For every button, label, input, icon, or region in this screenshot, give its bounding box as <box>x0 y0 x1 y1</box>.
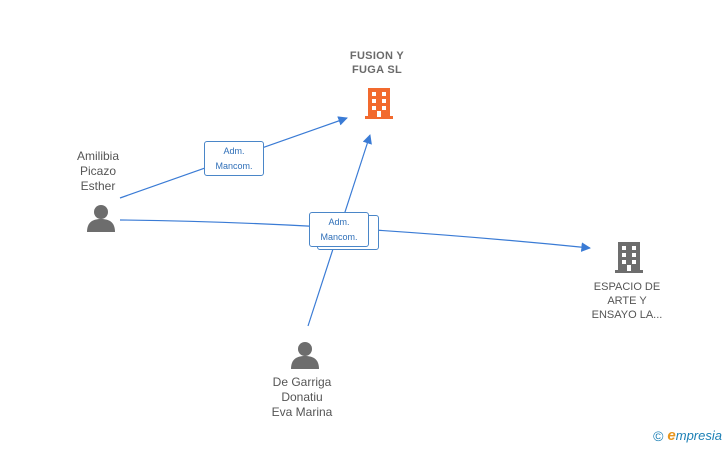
edge-label-role[interactable]: Adm. Mancom. <box>204 141 264 176</box>
person-label-line: Amilibia <box>76 149 119 163</box>
person-icon[interactable] <box>86 203 116 233</box>
person-label-garriga: De Garriga Donatiu Eva Marina <box>252 375 352 420</box>
person-icon[interactable] <box>290 340 320 370</box>
brand-logo: empresia <box>667 427 722 444</box>
company-label-espacio: ESPACIO DE ARTE Y ENSAYO LA... <box>577 280 677 322</box>
edge-label-role[interactable]: Adm. Mancom. <box>309 212 369 247</box>
edge-label-line: Mancom. <box>320 232 358 242</box>
person-label-amilibia: Amilibia Picazo Esther <box>58 149 138 194</box>
brand-name: mpresia <box>675 428 722 443</box>
person-label-line: De Garriga <box>272 375 332 389</box>
company-label-line: ENSAYO LA... <box>591 309 663 321</box>
company-label-fusion: FUSION Y FUGA SL <box>327 49 427 77</box>
person-label-line: Esther <box>80 179 116 193</box>
person-label-line: Donatiu <box>281 390 323 404</box>
edge-label-line: Adm. <box>328 217 350 227</box>
brand-initial: e <box>667 427 676 444</box>
building-icon[interactable] <box>364 86 394 120</box>
building-icon[interactable] <box>614 240 644 274</box>
empresia-watermark: © empresia <box>653 427 722 444</box>
company-label-line: ESPACIO DE <box>593 281 661 293</box>
edge-label-line: Adm. <box>223 146 245 156</box>
company-label-line: FUSION Y <box>349 50 405 62</box>
copyright-icon: © <box>653 427 664 444</box>
company-label-line: ARTE Y <box>607 295 647 307</box>
person-label-line: Picazo <box>79 164 117 178</box>
edge-label-line: Mancom. <box>215 161 253 171</box>
person-label-line: Eva Marina <box>271 405 333 419</box>
company-label-line: FUGA SL <box>352 64 402 76</box>
